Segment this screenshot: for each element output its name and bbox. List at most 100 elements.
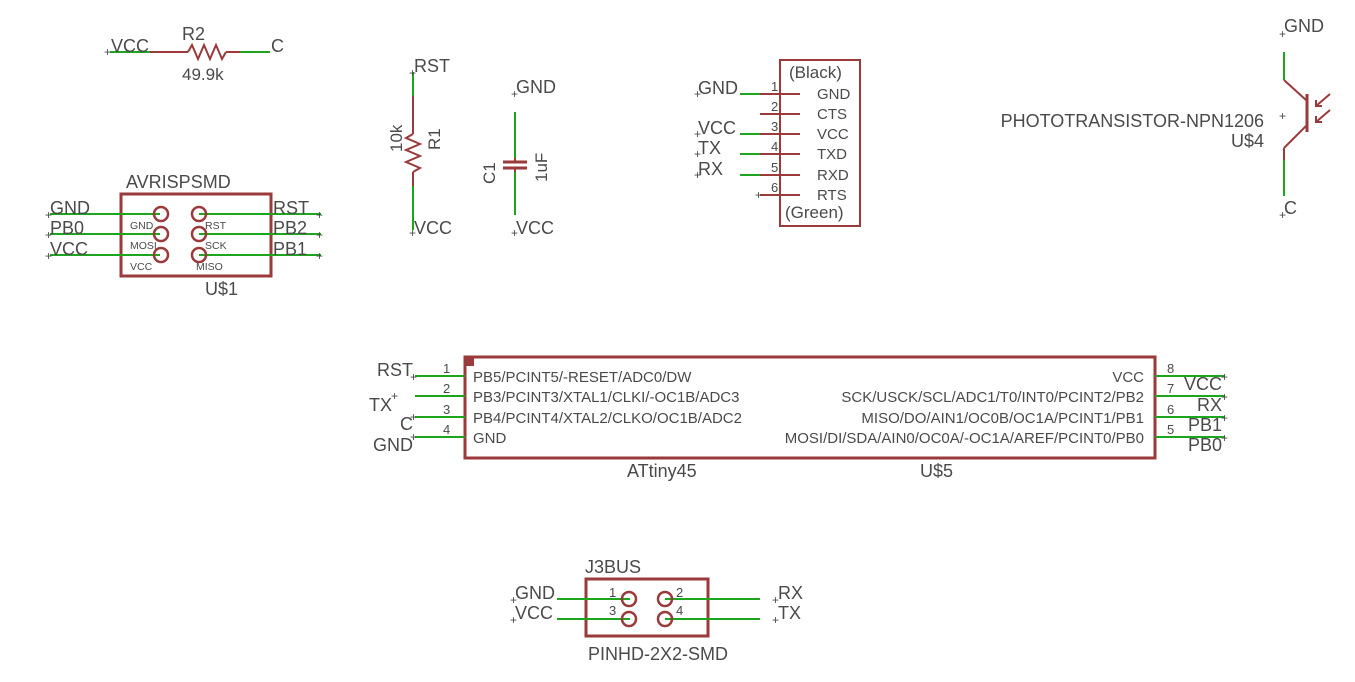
net-label-vcc: VCC — [515, 603, 553, 623]
u5-pin-num: 2 — [443, 381, 450, 396]
header-pin-pad — [190, 225, 208, 243]
net-label-tx: TX — [778, 603, 801, 623]
ftdi-pin-num: 3 — [771, 119, 778, 134]
avrisp-connector-u1[interactable]: AVRISPSMD U$1 GND MOSI VCC RST SCK MISO … — [45, 172, 323, 299]
light-arrow — [1315, 109, 1331, 123]
junction-mark: + — [391, 389, 398, 403]
header-pin-pad — [152, 246, 170, 264]
junction-mark: + — [1279, 27, 1286, 41]
c1-value: 1uF — [532, 153, 551, 182]
net-label-tx: TX — [369, 395, 392, 415]
net-label-gnd: GND — [698, 78, 738, 98]
junction-mark: + — [409, 226, 416, 240]
ftdi-pin-name: TXD — [817, 146, 847, 163]
junction-mark: + — [694, 127, 701, 141]
r2-name: R2 — [182, 24, 205, 44]
j3-body — [584, 577, 710, 638]
u5-pin-name: MISO/DO/AIN1/OC0B/OC1A/PCINT1/PB1 — [861, 410, 1144, 427]
u4-name: U$4 — [1231, 131, 1264, 151]
polarity-mark: + — [1279, 109, 1286, 123]
header-pin-pad — [190, 246, 208, 264]
header-pin-pad — [620, 590, 638, 608]
net-label-c: C — [400, 414, 413, 434]
u5-pin-name: VCC — [1112, 369, 1144, 386]
junction-mark: + — [409, 66, 416, 80]
u5-body — [463, 355, 1157, 460]
header-pin-pad — [620, 610, 638, 628]
net-label-vcc: VCC — [111, 36, 149, 56]
net-label-gnd: GND — [515, 583, 555, 603]
net-label-pb0: PB0 — [50, 218, 84, 238]
transistor-collector — [1283, 79, 1307, 101]
net-label-vcc: VCC — [50, 239, 88, 259]
c1-name: C1 — [480, 162, 499, 184]
header-pin-pad — [656, 590, 674, 608]
u1-pin-label: GND — [130, 220, 154, 232]
junction-mark: + — [410, 410, 417, 424]
capacitor-c1[interactable]: + + GND VCC C1 1uF — [480, 77, 556, 240]
ftdi-pin-name: RTS — [817, 187, 847, 204]
u5-pin-num: 3 — [443, 402, 450, 417]
header-pin-pad — [656, 610, 674, 628]
u5-pin-name: MOSI/DI/SDA/AIN0/OC0A/-OC1A/AREF/PCINT0/… — [785, 430, 1144, 447]
u5-pin-num: 7 — [1167, 381, 1174, 396]
header-pin-pad — [190, 205, 208, 223]
j3-part: J3BUS — [585, 557, 641, 577]
u5-pin-num: 4 — [443, 422, 450, 437]
ftdi-header[interactable]: (Black) (Green) 1 2 3 4 5 6 GND CTS VCC … — [694, 59, 861, 227]
pin1-marker — [465, 357, 474, 366]
junction-mark: + — [410, 430, 417, 444]
u5-part: ATtiny45 — [627, 461, 697, 481]
junction-mark: + — [1221, 411, 1228, 425]
junction-mark: + — [694, 147, 701, 161]
ftdi-body — [779, 59, 861, 227]
junction-mark: + — [104, 45, 111, 59]
ftdi-top-label: (Black) — [789, 63, 842, 82]
net-label-tx: TX — [698, 138, 721, 158]
attiny45-u5[interactable]: 1 2 3 4 8 7 6 5 PB5/PCINT5/-RESET/ADC0/D… — [369, 355, 1228, 481]
u5-pin-name: GND — [473, 430, 507, 447]
net-label-rst: RST — [414, 56, 450, 76]
resistor-r1[interactable]: + + RST VCC R1 10k — [387, 56, 452, 240]
net-label-rx: RX — [1197, 395, 1222, 415]
net-label-gnd: GND — [50, 198, 90, 218]
light-arrow — [1315, 93, 1331, 107]
junction-mark: + — [316, 249, 323, 263]
ftdi-pin-num: 5 — [771, 160, 778, 175]
ftdi-pin-name: RXD — [817, 167, 849, 184]
junction-mark: + — [410, 370, 417, 384]
j3-pin-num: 4 — [676, 603, 683, 618]
resistor-r2[interactable]: + VCC C R2 49.9k — [104, 24, 284, 84]
ftdi-pin-num: 1 — [771, 79, 778, 94]
junction-mark: + — [316, 208, 323, 222]
phototransistor-u4[interactable]: GND C + + + PHOTOTRANSISTOR-NPN1206 U$4 — [1001, 16, 1331, 222]
r1-value: 10k — [387, 124, 406, 152]
light-arrow-head — [1315, 100, 1322, 107]
u5-pin-name: PB5/PCINT5/-RESET/ADC0/DW — [473, 369, 692, 386]
j3-pin-num: 2 — [676, 585, 683, 600]
u5-pin-name: PB4/PCINT4/XTAL2/CLKO/OC1B/ADC2 — [473, 410, 742, 427]
net-label-gnd: GND — [1284, 16, 1324, 36]
junction-mark: + — [694, 168, 701, 182]
net-label-rx: RX — [778, 583, 803, 603]
junction-mark: + — [511, 226, 518, 240]
j3bus-header[interactable]: J3BUS PINHD-2X2-SMD 1 2 3 4 + + + + GND … — [510, 557, 803, 664]
r1-name: R1 — [425, 128, 444, 150]
junction-mark: + — [316, 228, 323, 242]
u5-pin-name: PB3/PCINT3/XTAL1/CLKI/-OC1B/ADC3 — [473, 389, 739, 406]
j3-name: PINHD-2X2-SMD — [588, 644, 728, 664]
transistor-emitter — [1283, 125, 1307, 149]
junction-mark: + — [1221, 431, 1228, 445]
net-label-gnd: GND — [516, 77, 556, 97]
junction-mark: + — [772, 593, 779, 607]
ftdi-pin-name: CTS — [817, 106, 847, 123]
net-label-rst: RST — [377, 360, 413, 380]
net-label-pb1: PB1 — [273, 239, 307, 259]
j3-pin-num: 1 — [609, 585, 616, 600]
u1-pin-label: VCC — [130, 261, 153, 273]
junction-mark: + — [1221, 390, 1228, 404]
net-label-vcc: VCC — [516, 218, 554, 238]
net-label-pb0: PB0 — [1188, 435, 1222, 455]
u1-pin-label: MOSI — [130, 240, 157, 252]
junction-mark: + — [511, 87, 518, 101]
